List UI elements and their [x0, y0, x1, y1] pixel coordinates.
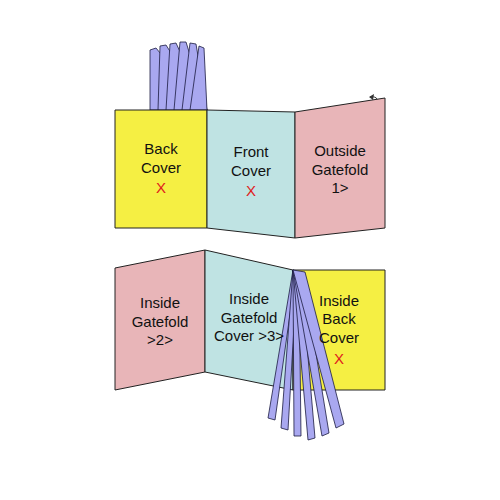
- panel-label: Front Cover: [217, 143, 285, 181]
- panel-label: Inside Back Cover: [303, 292, 375, 348]
- panel-text: Back CoverX: [125, 118, 197, 220]
- panel-label: Inside Gatefold Cover >3>: [211, 290, 287, 346]
- panel-text: Outside Gatefold 1>: [303, 116, 377, 224]
- cross-mark: X: [156, 179, 166, 198]
- booklet-panel: Front CoverX: [207, 110, 295, 238]
- panel-label: Back Cover: [125, 140, 197, 178]
- panel-text: Inside Gatefold >2>: [123, 272, 197, 372]
- panel-label: Outside Gatefold 1>: [303, 142, 377, 198]
- booklet-panel: Inside Gatefold >2>: [115, 250, 205, 390]
- cross-mark: X: [246, 182, 256, 201]
- booklet-panel: Back CoverX: [115, 110, 207, 228]
- panel-text: Front CoverX: [217, 118, 285, 226]
- booklet-panel: Outside Gatefold 1>: [295, 98, 385, 238]
- cross-mark: X: [334, 350, 344, 369]
- panel-text: Inside Gatefold Cover >3>: [211, 268, 287, 368]
- panel-label: Inside Gatefold >2>: [123, 294, 197, 350]
